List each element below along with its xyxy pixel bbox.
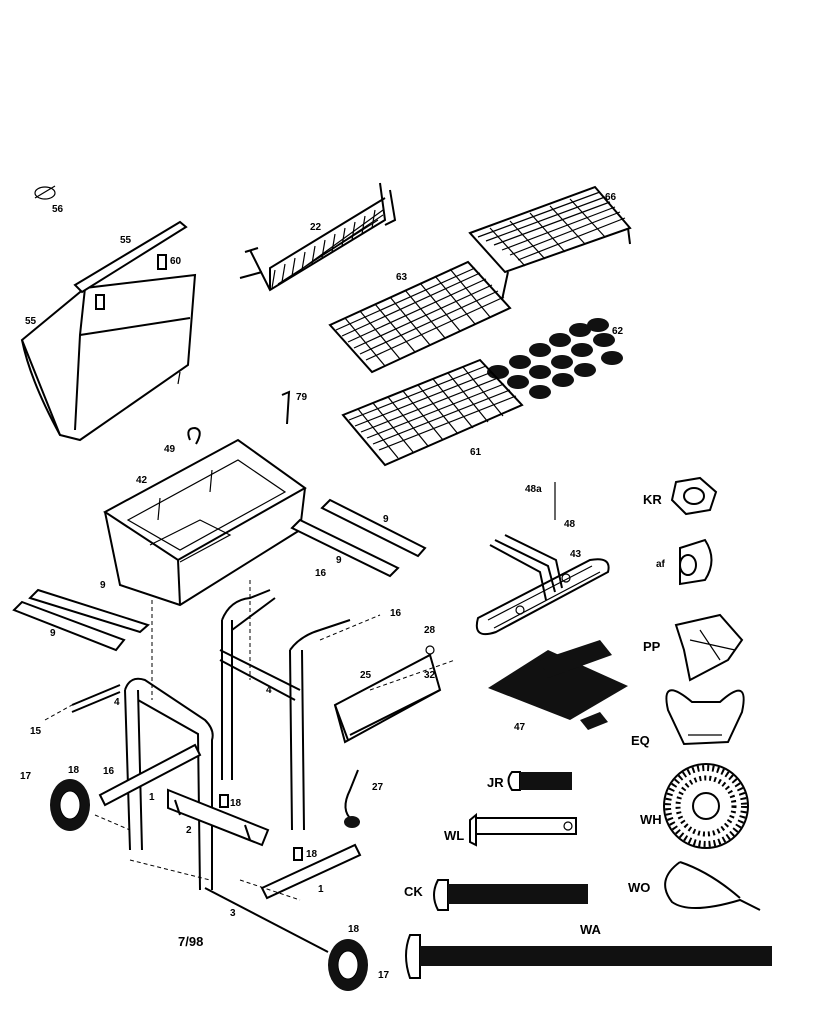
label-62: 62	[612, 326, 624, 337]
label-22: 22	[310, 222, 322, 233]
label-wh: WH	[640, 812, 662, 827]
label-15: 15	[30, 726, 42, 737]
part-wheel-left	[50, 779, 90, 831]
part-cross-rail-1b	[260, 843, 362, 900]
label-27: 27	[372, 782, 384, 793]
label-3: 3	[230, 908, 236, 919]
label-16-b: 16	[390, 608, 402, 619]
label-eq: EQ	[631, 733, 650, 748]
part-af-knob	[679, 538, 713, 586]
part-warming-rack	[239, 182, 397, 292]
part-firebox	[103, 426, 307, 607]
part-wo-pin	[664, 861, 761, 911]
part-eq-wingnut	[665, 689, 745, 746]
label-61: 61	[470, 447, 482, 458]
part-igniter-27	[344, 769, 360, 828]
part-wh-washer	[663, 763, 749, 849]
label-1-left: 1	[149, 792, 155, 803]
label-kr: KR	[643, 492, 662, 507]
label-63: 63	[396, 272, 408, 283]
part-jr-screw	[507, 771, 572, 791]
label-79: 79	[296, 392, 308, 403]
part-burner	[475, 482, 610, 636]
part-bottom-bracket-2	[167, 788, 270, 847]
part-kr-nut	[670, 476, 718, 516]
label-wo: WO	[628, 880, 650, 895]
part-hood	[20, 273, 197, 442]
label-af: af	[656, 559, 666, 570]
label-18-bottom: 18	[348, 924, 360, 935]
part-briquettes	[487, 318, 623, 399]
label-9-left: 9	[100, 580, 106, 591]
label-18-wheel: 18	[68, 765, 80, 776]
date-code: 7/98	[178, 934, 203, 949]
label-pp: PP	[643, 639, 661, 654]
part-ck-bolt	[433, 879, 588, 911]
label-42: 42	[136, 475, 148, 486]
label-55-handle: 55	[120, 235, 132, 246]
part-wa-bolt	[405, 934, 772, 979]
label-9-top-right: 9	[383, 514, 389, 525]
part-cross-rail-1a	[98, 743, 202, 807]
label-ck: CK	[404, 884, 423, 899]
part-cooking-grate-63	[328, 260, 512, 374]
label-wa: WA	[580, 922, 602, 937]
label-17-right: 17	[378, 970, 390, 981]
label-16-c: 16	[103, 766, 115, 777]
part-cart-frame	[71, 589, 351, 891]
part-wheel-right	[328, 939, 368, 991]
label-17-left: 17	[20, 771, 32, 782]
label-9-right: 9	[336, 555, 342, 566]
part-cooking-grate-66	[468, 185, 632, 301]
label-49: 49	[164, 444, 176, 455]
label-9-lower-left: 9	[50, 628, 56, 639]
part-wl-bolt	[469, 812, 577, 847]
label-16-a: 16	[315, 568, 327, 579]
label-4-left: 4	[114, 697, 120, 708]
part-heat-plate-47	[488, 640, 628, 730]
part-cooking-grate-61	[341, 358, 524, 467]
label-28: 28	[424, 625, 436, 636]
part-spacer-60	[95, 254, 167, 310]
label-25: 25	[360, 670, 372, 681]
label-1-right: 1	[318, 884, 324, 895]
label-60: 60	[170, 256, 182, 267]
label-32: 32	[424, 670, 436, 681]
label-2: 2	[186, 825, 192, 836]
part-axle	[204, 887, 329, 953]
part-heat-shield-25	[333, 645, 442, 744]
label-wl: WL	[444, 828, 464, 843]
explosion-lines	[44, 580, 456, 901]
part-hook-79	[281, 390, 291, 425]
part-hood-handle	[73, 220, 188, 294]
label-18-right: 18	[306, 849, 318, 860]
part-pp-clip	[674, 613, 744, 682]
label-55-hood: 55	[25, 316, 37, 327]
part-thermometer	[34, 185, 56, 200]
label-48: 48	[564, 519, 576, 530]
label-48a: 48a	[525, 484, 542, 495]
label-66: 66	[605, 192, 617, 203]
label-43: 43	[570, 549, 582, 560]
label-jr: JR	[487, 775, 504, 790]
part-leg-caps	[219, 794, 303, 861]
part-shelf-bracket-right	[290, 498, 427, 578]
label-18-center: 18	[230, 798, 242, 809]
label-56: 56	[52, 204, 64, 215]
part-shelf-bracket-left	[12, 588, 150, 652]
label-47: 47	[514, 722, 526, 733]
label-4-right: 4	[266, 685, 272, 696]
